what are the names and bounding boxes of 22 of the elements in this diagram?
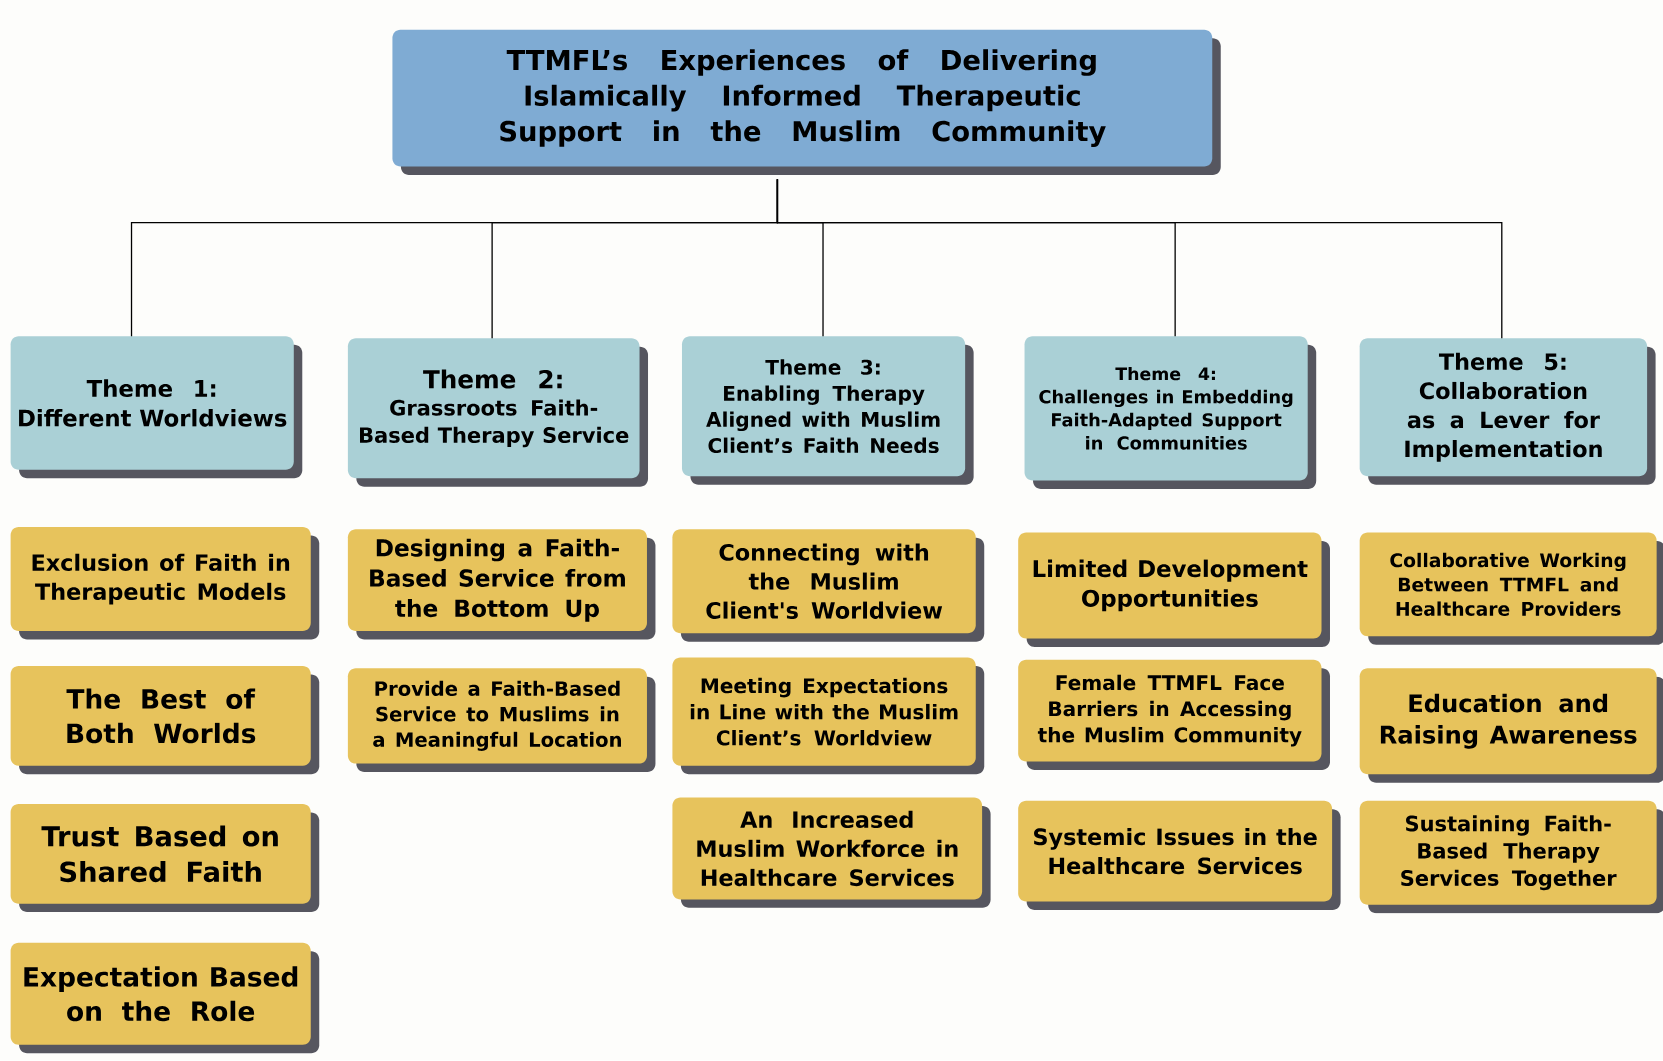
subtheme-box: Expectation Based on the Role [10, 943, 320, 1054]
subtheme-box: Female TTMFL Face Barriers in Accessing the Muslim Community [1018, 659, 1330, 771]
subtheme-box: Designing a Faith-Based Service from the Bottom Up [347, 529, 656, 640]
subtheme-box: Trust Based on Shared Faith [10, 804, 320, 913]
theme-box: Theme 2: Grassroots Faith-Based Therapy Service [347, 338, 649, 487]
theme-box: Theme 4: Challenges in Embedding Faith-Adapted Support in Communities [1024, 336, 1317, 490]
title-box: TTMFL’s Experiences of Delivering Islamically Informed Therapeutic Support in the Muslim Community [392, 29, 1221, 176]
subtheme-box: Provide a Faith-Based Service to Muslims in a Meaningful Location [347, 668, 656, 773]
subtheme-box: Sustaining Faith-Based Therapy Services Together [1359, 800, 1663, 914]
connector-line [776, 178, 1503, 340]
theme-box: Theme 5: Collaboration as a Lever for Implementation [1359, 338, 1656, 485]
theme-box: Theme 1: Different Worldviews [10, 336, 303, 479]
theme-box: Theme 3: Enabling Therapy Aligned with Muslim Client’s Faith Needs [681, 336, 974, 485]
subtheme-box: Exclusion of Faith in Therapeutic Models [10, 527, 320, 640]
subtheme-box: Meeting Expectations in Line with the Muslim Client’s Worldview [672, 657, 985, 775]
subtheme-box: The Best of Both Worlds [10, 666, 320, 775]
subtheme-box: Systemic Issues in the Healthcare Services [1018, 800, 1341, 911]
subtheme-box: Education and Raising Awareness [1359, 668, 1663, 783]
subtheme-box: An Increased Muslim Workforce in Healthcare Services [672, 797, 991, 909]
subtheme-box: Connecting with the Muslim Client's Worldview [672, 529, 985, 642]
subtheme-box: Limited Development Opportunities [1018, 532, 1330, 648]
subtheme-box: Collaborative Working Between TTMFL and Healthcare Providers [1359, 532, 1663, 646]
